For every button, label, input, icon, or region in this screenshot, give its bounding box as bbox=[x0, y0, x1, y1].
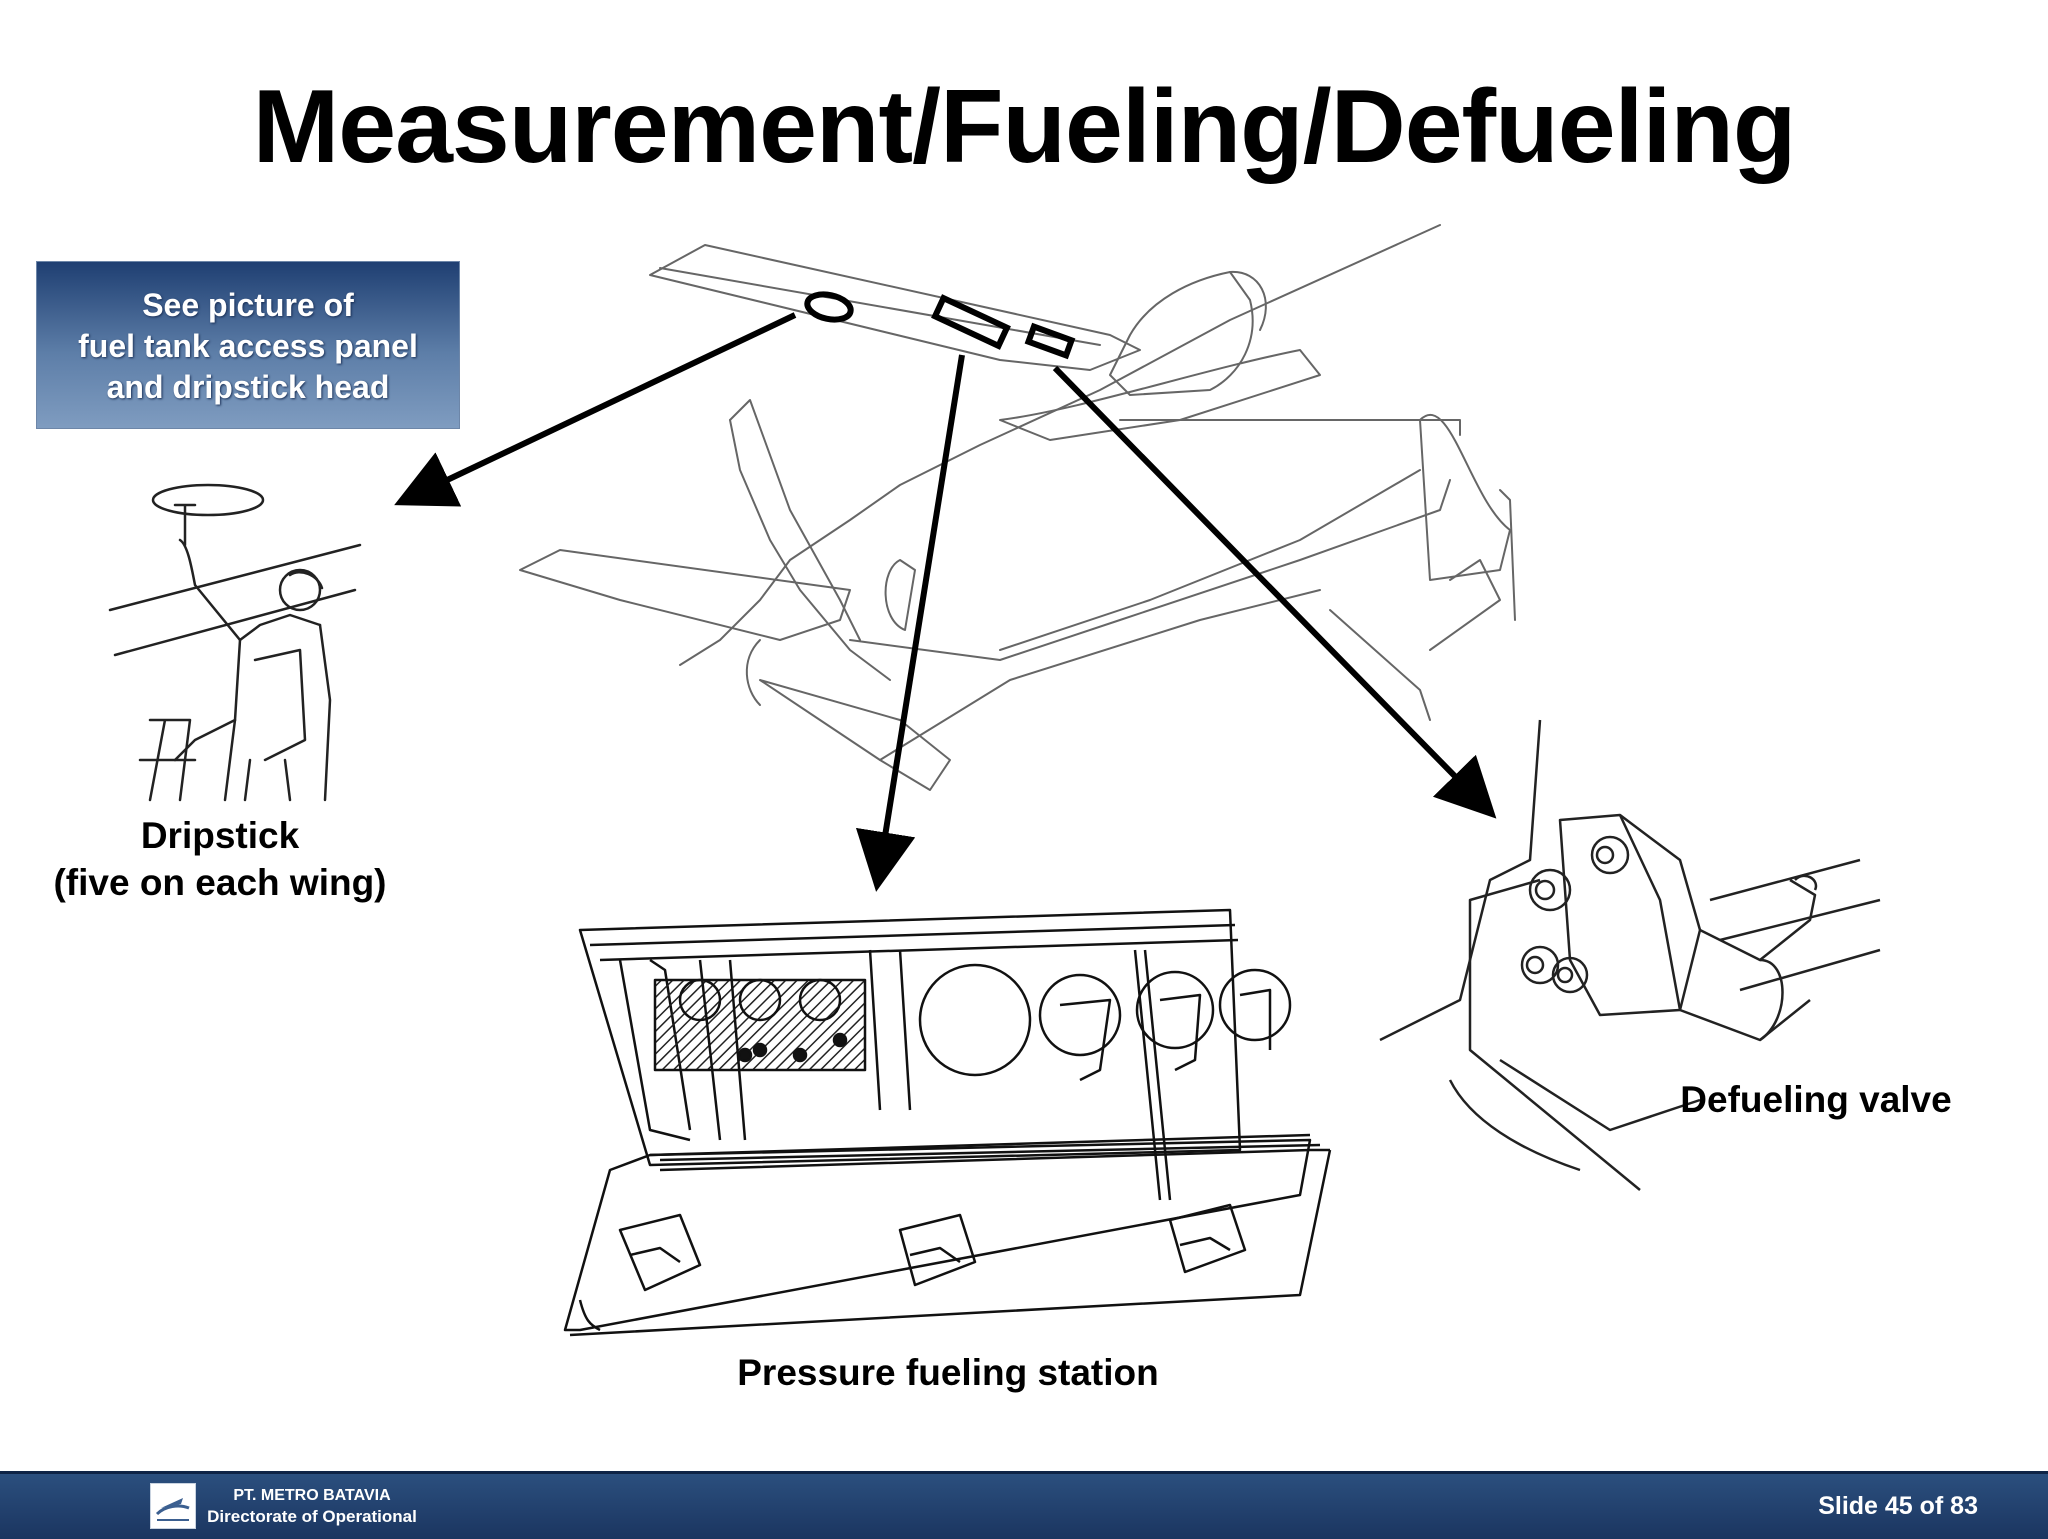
callout-line-3: and dripstick head bbox=[106, 369, 390, 405]
footer-division: Directorate of Operational bbox=[207, 1507, 417, 1526]
leader-arrows bbox=[394, 312, 1497, 892]
wing-access-markers bbox=[804, 291, 1076, 360]
callout-box: See picture of fuel tank access panel an… bbox=[36, 261, 460, 429]
defueling-valve-caption: Defueling valve bbox=[1680, 1079, 1952, 1120]
dripstick-caption-line-2: (five on each wing) bbox=[53, 862, 387, 903]
slide-title: Measurement/Fueling/Defueling bbox=[252, 69, 1797, 185]
pressure-fueling-station-caption: Pressure fueling station bbox=[737, 1352, 1159, 1393]
dripstick-caption: Dripstick (five on each wing) bbox=[20, 812, 420, 906]
company-logo bbox=[150, 1483, 196, 1529]
dripstick-caption-line-1: Dripstick bbox=[140, 815, 300, 856]
callout-line-2: fuel tank access panel bbox=[78, 328, 418, 364]
callout-line-1: See picture of bbox=[142, 287, 354, 323]
slide-footer: PT. METRO BATAVIA Directorate of Operati… bbox=[0, 1471, 2048, 1539]
dripstick-technician-drawing bbox=[108, 483, 362, 802]
slide-number: Slide 45 of 83 bbox=[1818, 1492, 1978, 1520]
defueling-valve-drawing bbox=[1379, 719, 1881, 1191]
company-name: PT. METRO BATAVIA bbox=[233, 1487, 391, 1504]
aircraft-underside-drawing bbox=[519, 224, 1516, 791]
pressure-fueling-panel-drawing bbox=[563, 908, 1332, 1337]
